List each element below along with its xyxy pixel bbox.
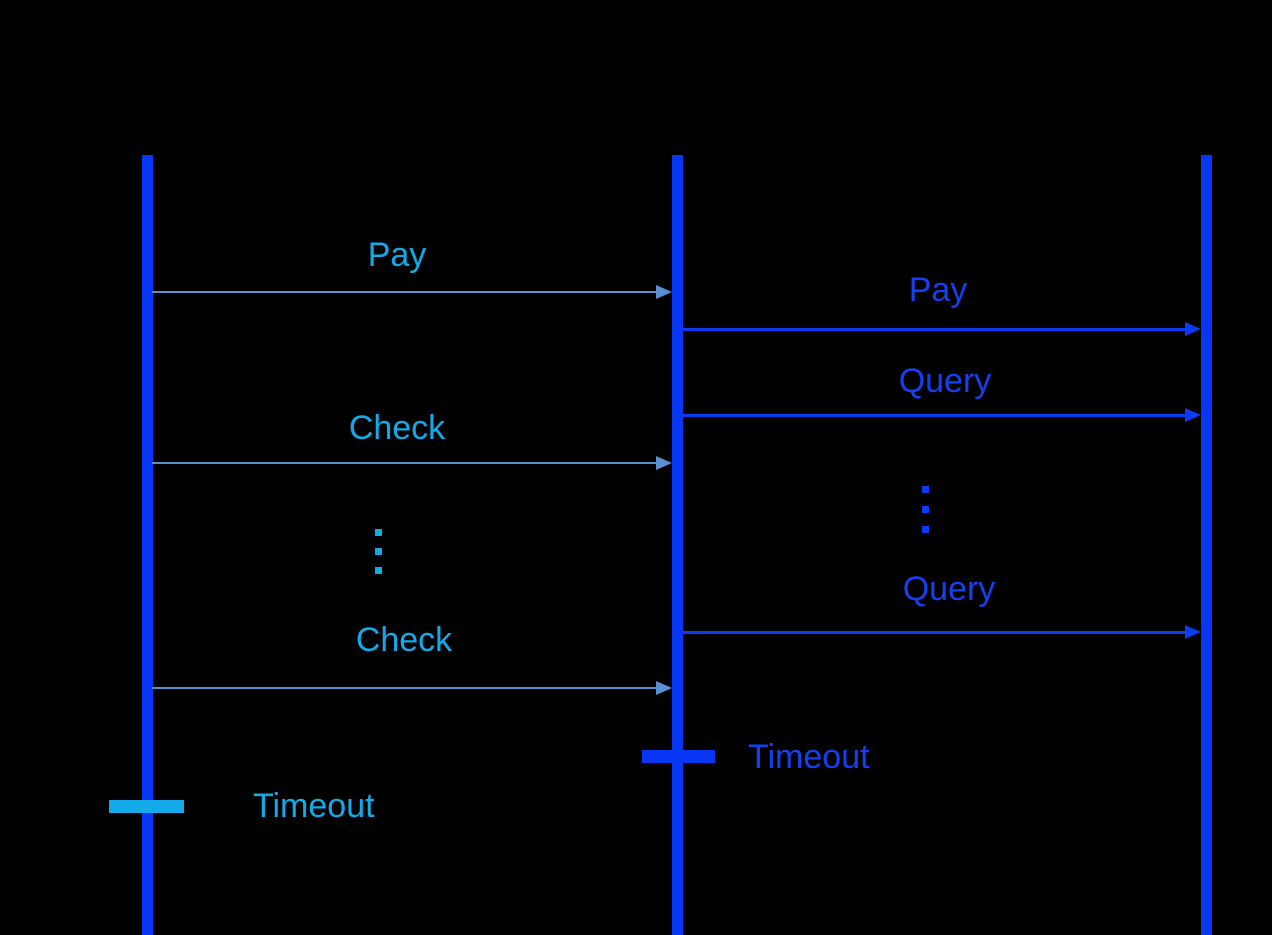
timeout-marker-middle [642,750,715,763]
arrowhead-icon [656,456,672,470]
arrow-shaft [683,630,1185,634]
message-arrow-query-2 [683,625,1201,639]
message-label-pay-right: Pay [908,271,968,309]
lifeline-right [1201,155,1212,935]
ellipsis-dot [375,567,382,574]
ellipsis-icon-right [922,486,929,533]
arrowhead-icon [656,681,672,695]
message-arrow-query-1 [683,408,1201,422]
message-label-check-2: Check [355,621,453,659]
message-arrow-pay-right [683,322,1201,336]
arrowhead-icon [656,285,672,299]
message-arrow-check-2 [152,681,672,695]
message-label-query-2: Query [902,570,996,608]
timeout-marker-left [109,800,184,813]
lifeline-left [142,155,153,935]
ellipsis-icon-left [375,529,382,574]
ellipsis-dot [922,506,929,513]
arrowhead-icon [1185,322,1201,336]
arrow-shaft [683,413,1185,417]
message-label-query-1: Query [898,362,992,400]
ellipsis-dot [922,526,929,533]
message-arrow-check-1 [152,456,672,470]
timeout-label-left: Timeout [253,787,375,825]
message-label-pay-left: Pay [367,236,427,274]
arrow-shaft [152,462,656,464]
arrow-shaft [152,291,656,293]
timeout-label-middle: Timeout [748,738,870,776]
arrowhead-icon [1185,408,1201,422]
arrow-shaft [683,327,1185,331]
message-arrow-pay-left [152,285,672,299]
lifeline-middle [672,155,683,935]
ellipsis-dot [922,486,929,493]
ellipsis-dot [375,529,382,536]
message-label-check-1: Check [348,409,446,447]
ellipsis-dot [375,548,382,555]
arrowhead-icon [1185,625,1201,639]
arrow-shaft [152,687,656,689]
